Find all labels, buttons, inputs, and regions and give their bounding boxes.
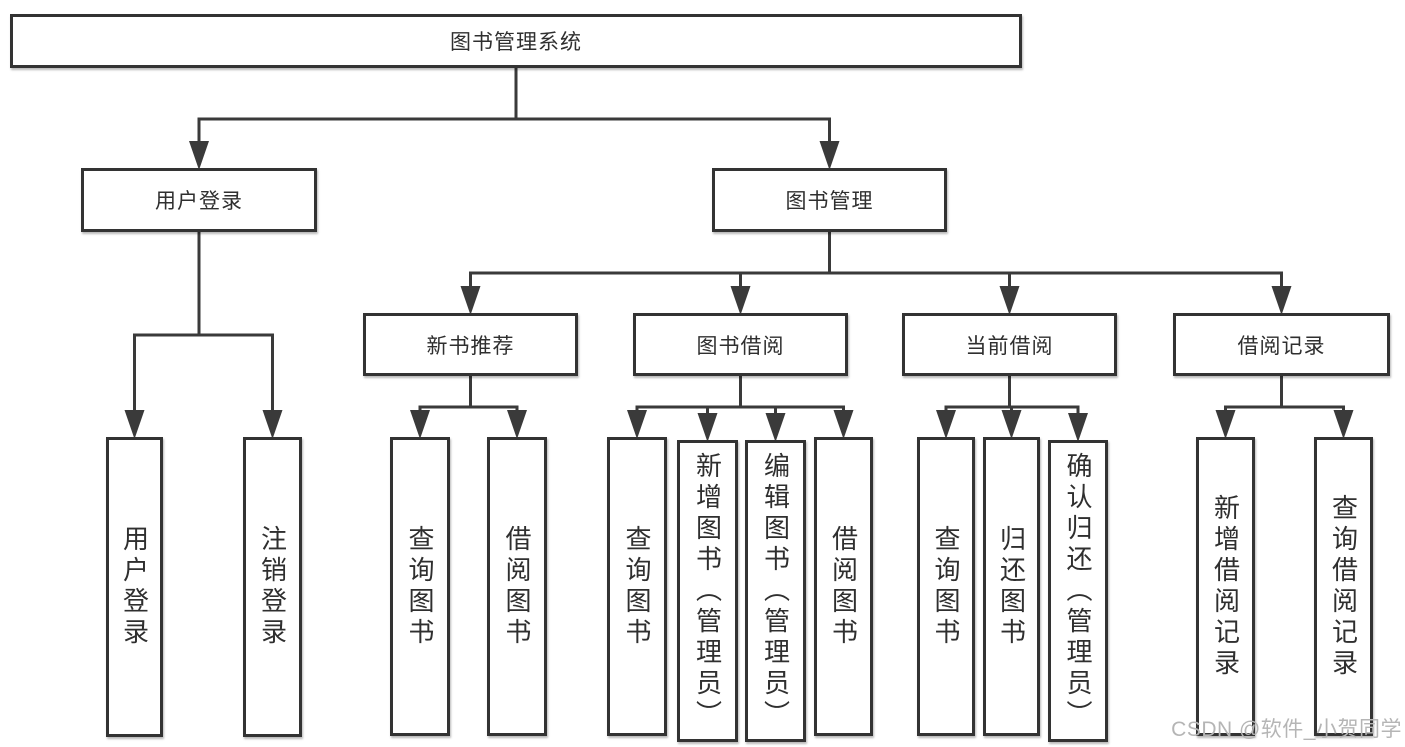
arrowhead-icon	[765, 413, 786, 442]
arrowhead-icon	[936, 410, 956, 439]
node-label: 当前借阅	[965, 334, 1054, 358]
arrowhead-icon	[730, 286, 751, 315]
node-label: 用户登录	[119, 525, 150, 649]
arrowhead-icon	[410, 410, 430, 439]
node-leaf-bb-borrow: 借阅图书	[814, 437, 873, 736]
node-label: 归还图书	[996, 524, 1027, 649]
arrowhead-icon	[999, 286, 1020, 315]
node-label: 新增图书（管理员）	[692, 451, 723, 731]
node-leaf-cb-query: 查询图书	[917, 437, 975, 736]
node-book-mgmt: 图书管理	[712, 168, 947, 232]
node-current-borrow: 当前借阅	[902, 313, 1117, 376]
node-label: 新增借阅记录	[1210, 493, 1241, 680]
node-label: 查询图书	[405, 524, 435, 649]
node-user-login: 用户登录	[81, 168, 317, 232]
arrowhead-icon	[1001, 410, 1022, 439]
node-leaf-bb-add: 新增图书（管理员）	[677, 440, 738, 742]
node-label: 新书推荐	[426, 334, 515, 358]
arrowhead-icon	[1271, 286, 1292, 315]
node-book-borrow: 图书借阅	[633, 313, 848, 376]
csdn-watermark: CSDN @软件_小贺同学	[1171, 718, 1402, 741]
node-leaf-cb-confirm: 确认归还（管理员）	[1048, 440, 1108, 742]
node-label: 借阅图书	[502, 524, 532, 649]
node-leaf-bb-query: 查询图书	[607, 437, 667, 736]
node-label: 图书借阅	[696, 334, 785, 358]
arrowhead-icon	[1215, 410, 1236, 439]
arrowhead-icon	[819, 141, 840, 170]
node-label: 查询借阅记录	[1328, 493, 1359, 680]
arrowhead-icon	[262, 410, 283, 439]
node-leaf-cb-return: 归还图书	[983, 437, 1040, 736]
node-leaf-rec-borrow: 借阅图书	[487, 437, 547, 736]
arrowhead-icon	[507, 410, 527, 439]
node-label: 查询图书	[622, 524, 652, 649]
arrowhead-icon	[189, 141, 209, 170]
node-label: 借阅图书	[828, 524, 859, 649]
arrowhead-icon	[1333, 410, 1354, 439]
node-leaf-rec-query: 查询图书	[390, 437, 450, 736]
arrowhead-icon	[460, 286, 481, 315]
node-borrow-records: 借阅记录	[1173, 313, 1390, 376]
arrowhead-icon	[124, 410, 145, 439]
arrowhead-icon	[697, 413, 718, 442]
node-label: 图书管理	[785, 190, 874, 213]
node-label: 图书管理系统	[450, 31, 582, 54]
node-label: 借阅记录	[1237, 334, 1326, 358]
node-label: 查询图书	[931, 524, 961, 649]
arrowhead-icon	[833, 410, 854, 439]
arrowhead-icon	[1068, 413, 1088, 442]
arrowhead-icon	[627, 410, 647, 439]
node-leaf-br-query: 查询借阅记录	[1314, 437, 1373, 736]
node-label: 用户登录	[155, 190, 243, 213]
node-label: 注销登录	[257, 525, 288, 649]
node-leaf-br-add: 新增借阅记录	[1196, 437, 1255, 736]
node-leaf-logout: 注销登录	[243, 437, 302, 737]
node-label: 确认归还（管理员）	[1063, 451, 1093, 731]
node-leaf-user-login: 用户登录	[106, 437, 163, 737]
node-root: 图书管理系统	[10, 14, 1022, 68]
node-leaf-bb-edit: 编辑图书（管理员）	[745, 440, 806, 742]
node-new-book-rec: 新书推荐	[363, 313, 578, 376]
node-label: 编辑图书（管理员）	[760, 451, 791, 731]
